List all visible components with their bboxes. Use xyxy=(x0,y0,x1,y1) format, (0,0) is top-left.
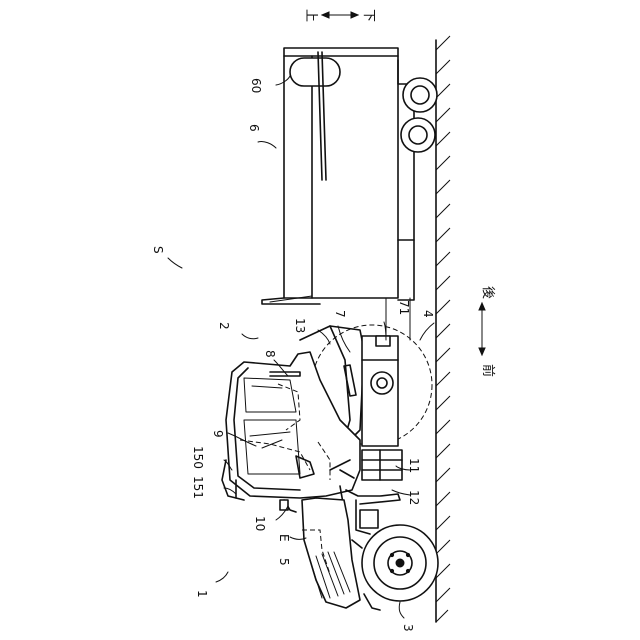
direction-rear-label: 後 xyxy=(480,286,495,299)
tractor xyxy=(222,325,438,610)
ref-5: 5 xyxy=(277,558,291,566)
ref-8: 8 xyxy=(263,350,277,358)
ref-71: 71 xyxy=(397,300,411,315)
ref-151: 151 xyxy=(191,476,205,499)
ref-E: E xyxy=(277,534,291,542)
ref-12: 12 xyxy=(407,490,421,505)
ref-60: 60 xyxy=(249,78,263,93)
ref-3: 3 xyxy=(401,624,415,632)
direction-bottom-label: 下 xyxy=(361,9,376,22)
ref-150: 150 xyxy=(191,446,205,469)
trailer xyxy=(262,48,437,340)
direction-front-label: 前 xyxy=(480,364,496,377)
ref-2: 2 xyxy=(217,322,231,330)
ref-6: 6 xyxy=(247,124,261,132)
ref-9: 9 xyxy=(211,430,225,438)
ref-13: 13 xyxy=(293,318,307,333)
ref-1: 1 xyxy=(195,590,209,598)
direction-top-label: 上 xyxy=(303,9,318,22)
ref-10: 10 xyxy=(253,516,267,531)
front-rear-direction-indicator: 後 前 xyxy=(479,286,496,377)
ground xyxy=(436,36,450,622)
ref-S: S xyxy=(151,246,165,254)
ref-4: 4 xyxy=(421,310,435,318)
vertical-direction-indicator: 上 下 xyxy=(303,9,376,22)
ref-11: 11 xyxy=(407,458,421,473)
ref-7: 7 xyxy=(333,310,347,318)
